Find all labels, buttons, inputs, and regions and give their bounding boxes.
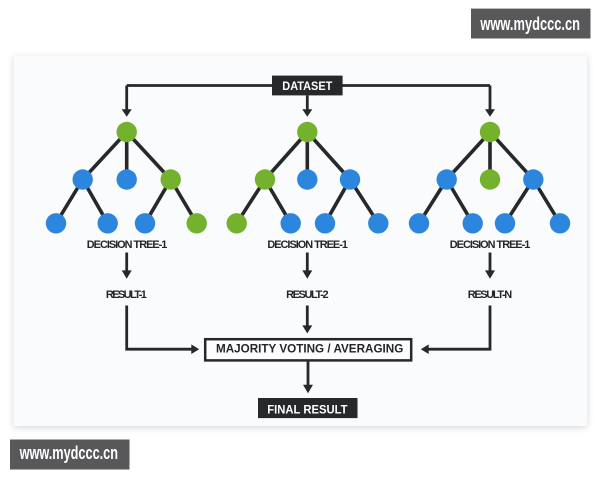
svg-text:DECISION TREE-1: DECISION TREE-1 xyxy=(87,239,168,251)
svg-text:FINAL RESULT: FINAL RESULT xyxy=(267,402,348,416)
svg-text:www.mydccc.cn: www.mydccc.cn xyxy=(19,443,118,463)
svg-text:DATASET: DATASET xyxy=(282,79,332,93)
svg-text:www.mydccc.cn: www.mydccc.cn xyxy=(480,14,580,34)
svg-text:DECISION TREE-1: DECISION TREE-1 xyxy=(267,239,348,251)
svg-text:RESULT-1: RESULT-1 xyxy=(106,289,147,301)
svg-text:DECISION TREE-1: DECISION TREE-1 xyxy=(450,239,531,251)
svg-text:MAJORITY VOTING / AVERAGING: MAJORITY VOTING / AVERAGING xyxy=(216,343,403,356)
svg-text:RESULT-N: RESULT-N xyxy=(468,289,512,301)
svg-text:RESULT-2: RESULT-2 xyxy=(286,289,329,301)
